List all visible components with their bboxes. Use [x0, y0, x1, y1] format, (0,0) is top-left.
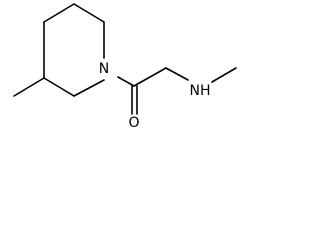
bond-n-carbonyl — [117, 76, 135, 87]
bond-methyl — [13, 77, 45, 97]
bond-nh-methyl — [211, 67, 237, 83]
bond-ring-4 — [43, 77, 75, 97]
bond-ring-1 — [73, 3, 105, 23]
atom-label-oxygen: O — [128, 115, 139, 131]
atom-label-nitrogen: N — [99, 61, 109, 77]
bond-ring-6 — [43, 3, 75, 23]
molecule-structure: N O NH — [13, 3, 237, 131]
bond-ch2-nh — [165, 67, 189, 81]
atom-label-nh: NH — [190, 83, 211, 99]
structure-canvas: N O NH — [0, 0, 248, 132]
bond-carbonyl-ch2 — [133, 67, 167, 87]
bond-ring-3 — [73, 79, 105, 97]
